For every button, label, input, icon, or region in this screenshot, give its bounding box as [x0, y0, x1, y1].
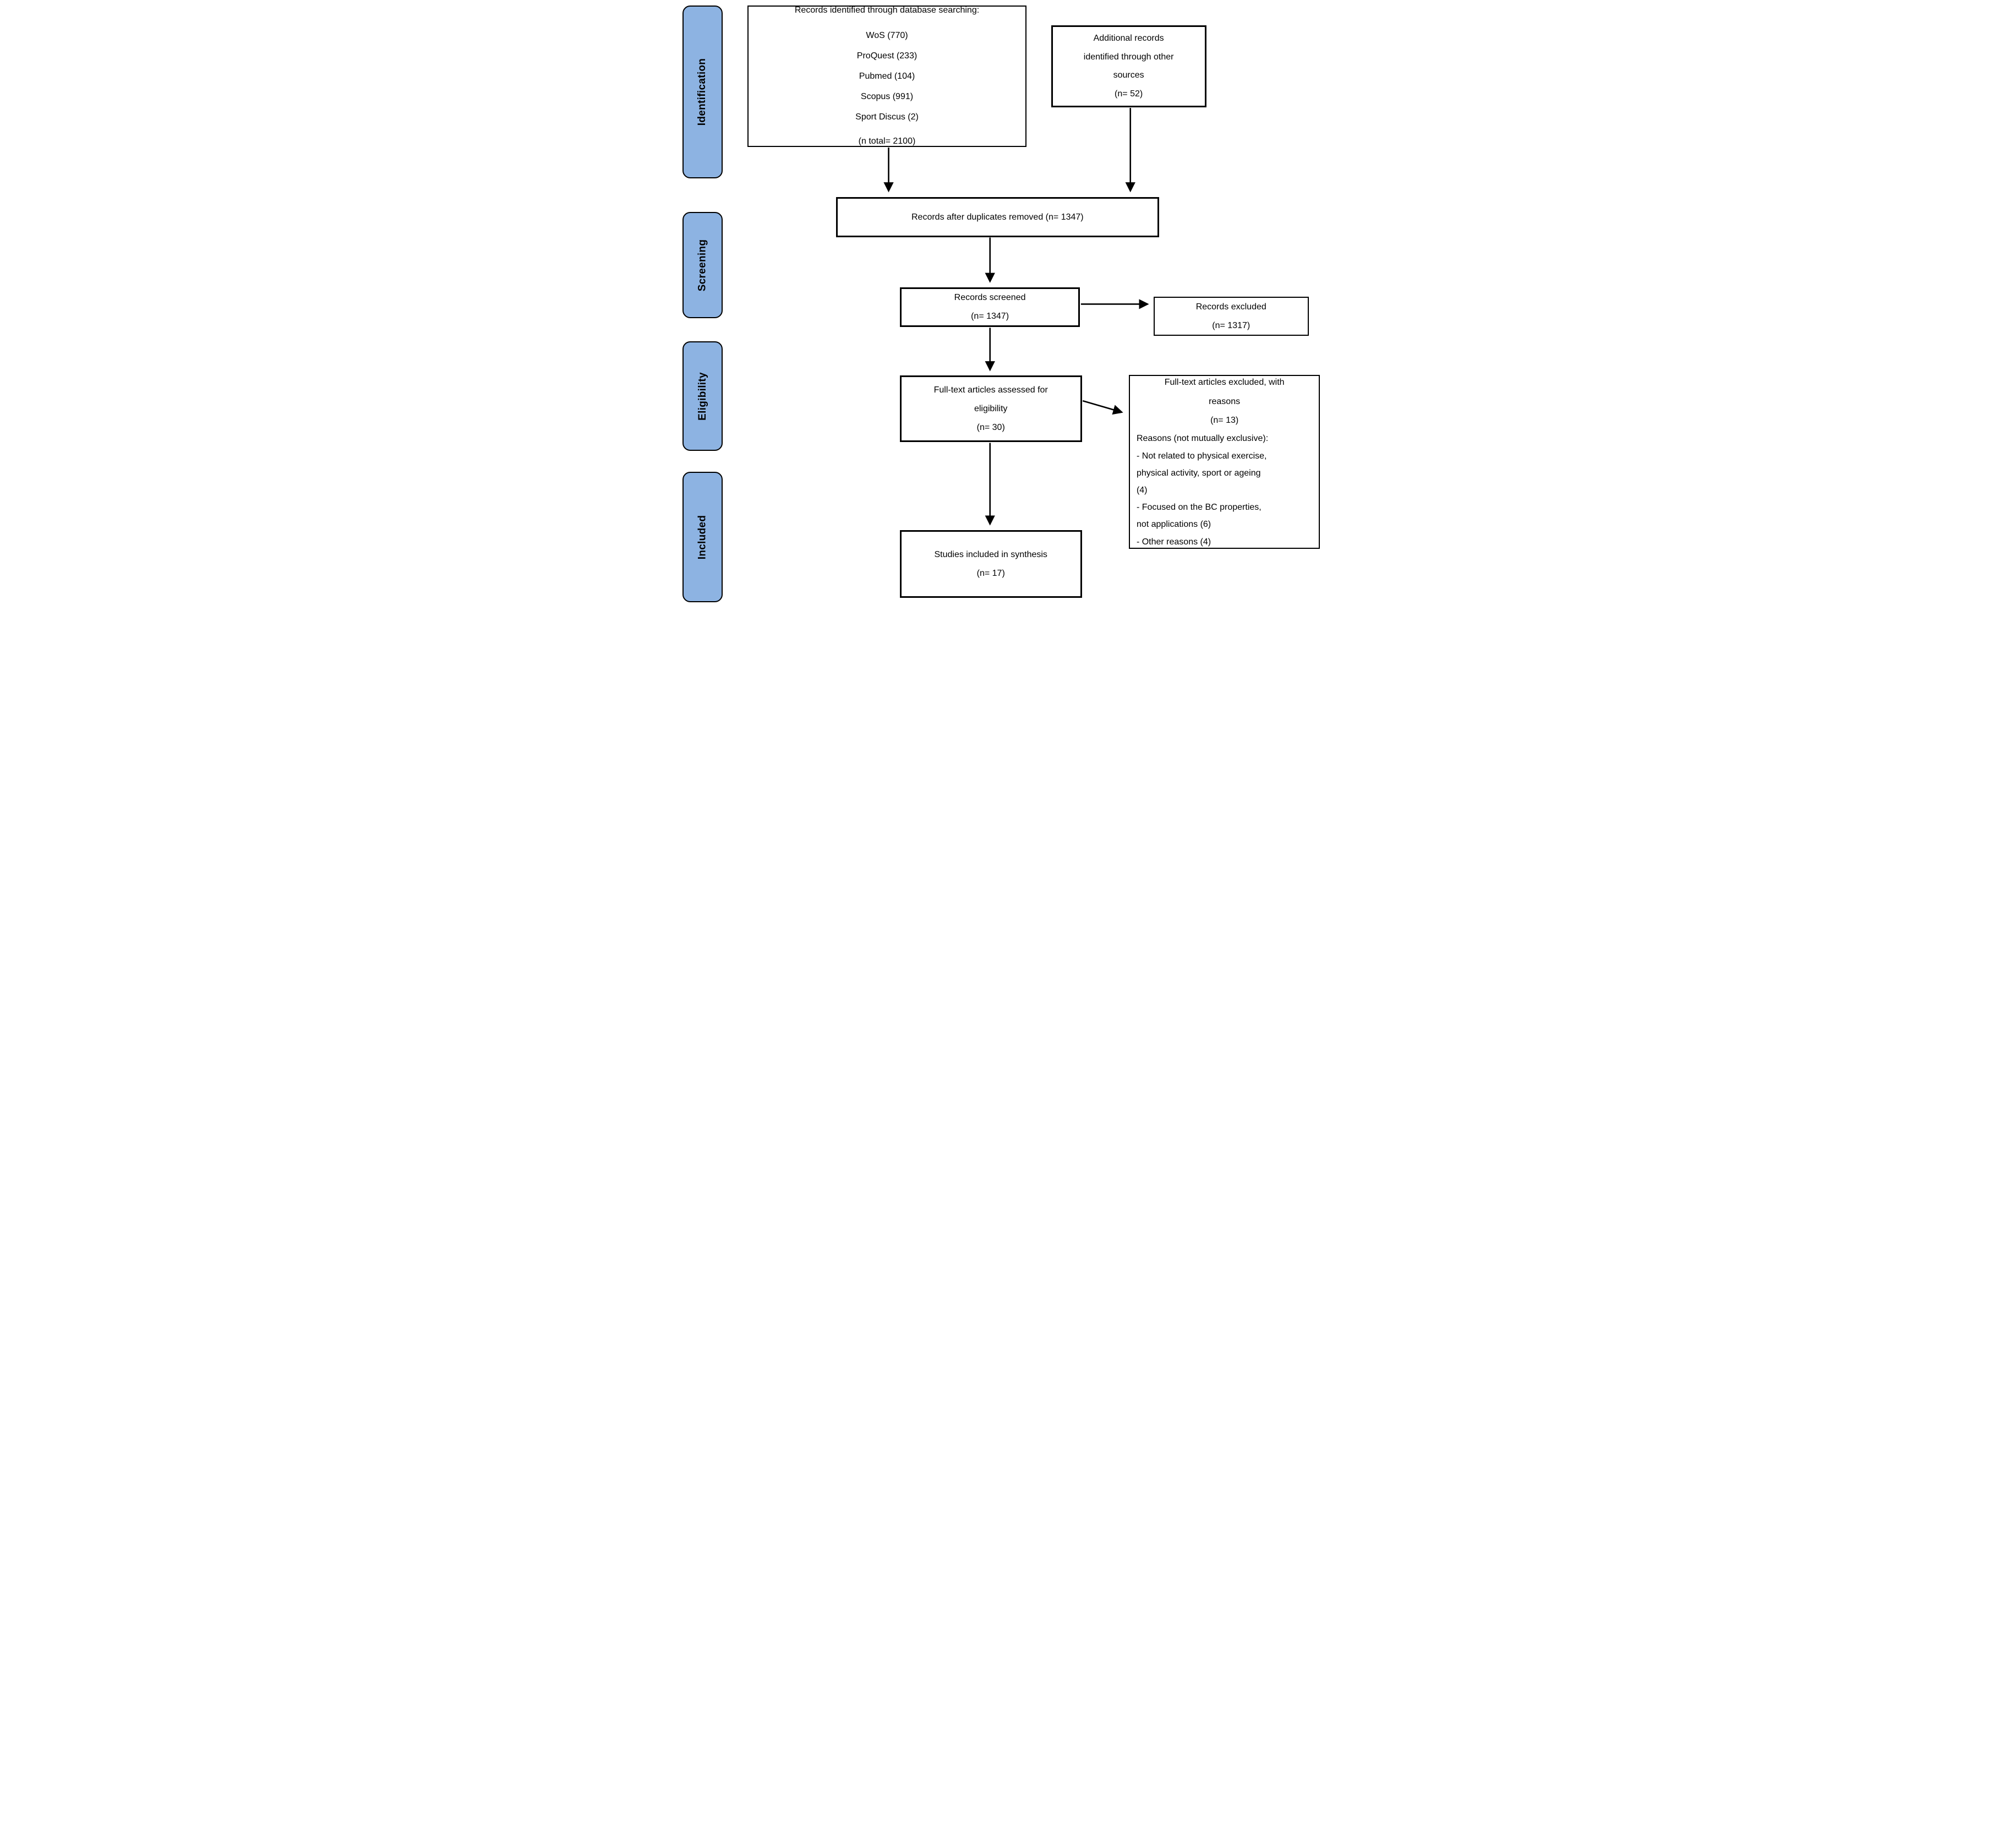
fulltext-excluded-count: (n= 13) [1210, 416, 1239, 426]
fulltext-assessed-line: Full-text articles assessed for [933, 385, 1048, 395]
node-records-screened: Records screened (n= 1347) [899, 287, 1080, 328]
records-screened-count: (n= 1347) [971, 311, 1009, 321]
studies-included-count: (n= 17) [976, 568, 1005, 578]
stage-screening: Screening [682, 212, 723, 319]
records-excluded-label: Records excluded [1195, 302, 1266, 312]
source-sport-discus: Sport Discus (2) [855, 112, 919, 122]
node-additional-records: Additional records identified through ot… [1051, 25, 1206, 107]
node-fulltext-excluded: Full-text articles excluded, with reason… [1128, 374, 1320, 549]
duplicates-removed-label: Records after duplicates removed (n= 134… [911, 212, 1084, 222]
node-duplicates-removed: Records after duplicates removed (n= 134… [836, 197, 1159, 237]
stage-included: Included [682, 471, 723, 603]
additional-records-line: identified through other [1083, 52, 1174, 62]
fulltext-excluded-reason-line: physical activity, sport or ageing [1136, 468, 1261, 478]
source-proquest: ProQuest (233) [856, 51, 918, 61]
source-wos: WoS (770) [866, 31, 908, 41]
fulltext-excluded-reason-line: - Other reasons (4) [1136, 537, 1211, 547]
fulltext-excluded-title-line: reasons [1209, 396, 1241, 406]
fulltext-excluded-reasons-header: Reasons (not mutually exclusive): [1136, 434, 1269, 444]
flow-arrows [883, 107, 1149, 526]
node-studies-included: Studies included in synthesis (n= 17) [899, 530, 1082, 598]
additional-records-line: sources [1113, 70, 1144, 80]
prisma-flow-diagram: Identification Screening Eligibility Inc… [677, 0, 1338, 606]
records-identified-title: Records identified through database sear… [794, 6, 980, 15]
fulltext-excluded-reason-line: (4) [1136, 486, 1148, 495]
fulltext-excluded-title-line: Full-text articles excluded, with [1164, 378, 1285, 388]
arrow-assessed-to-ft-excluded [1082, 400, 1123, 415]
node-records-excluded: Records excluded (n= 1317) [1153, 297, 1309, 336]
studies-included-label: Studies included in synthesis [934, 550, 1047, 560]
stage-identification: Identification [682, 5, 723, 179]
node-fulltext-assessed: Full-text articles assessed for eligibil… [899, 375, 1082, 443]
source-pubmed: Pubmed (104) [859, 71, 915, 81]
fulltext-excluded-reason-line: not applications (6) [1136, 520, 1211, 530]
additional-records-count: (n= 52) [1115, 89, 1143, 99]
records-screened-label: Records screened [954, 293, 1026, 303]
stage-eligibility: Eligibility [682, 341, 723, 451]
records-excluded-count: (n= 1317) [1212, 320, 1250, 330]
fulltext-excluded-reason-line: - Focused on the BC properties, [1136, 503, 1262, 513]
fulltext-assessed-count: (n= 30) [976, 422, 1005, 432]
records-identified-total: (n total= 2100) [858, 137, 916, 146]
additional-records-line: Additional records [1093, 34, 1164, 43]
fulltext-assessed-line: eligibility [974, 404, 1008, 414]
fulltext-excluded-reason-line: - Not related to physical exercise, [1136, 451, 1267, 461]
source-scopus: Scopus (991) [860, 91, 914, 101]
node-records-identified: Records identified through database sear… [747, 5, 1026, 147]
